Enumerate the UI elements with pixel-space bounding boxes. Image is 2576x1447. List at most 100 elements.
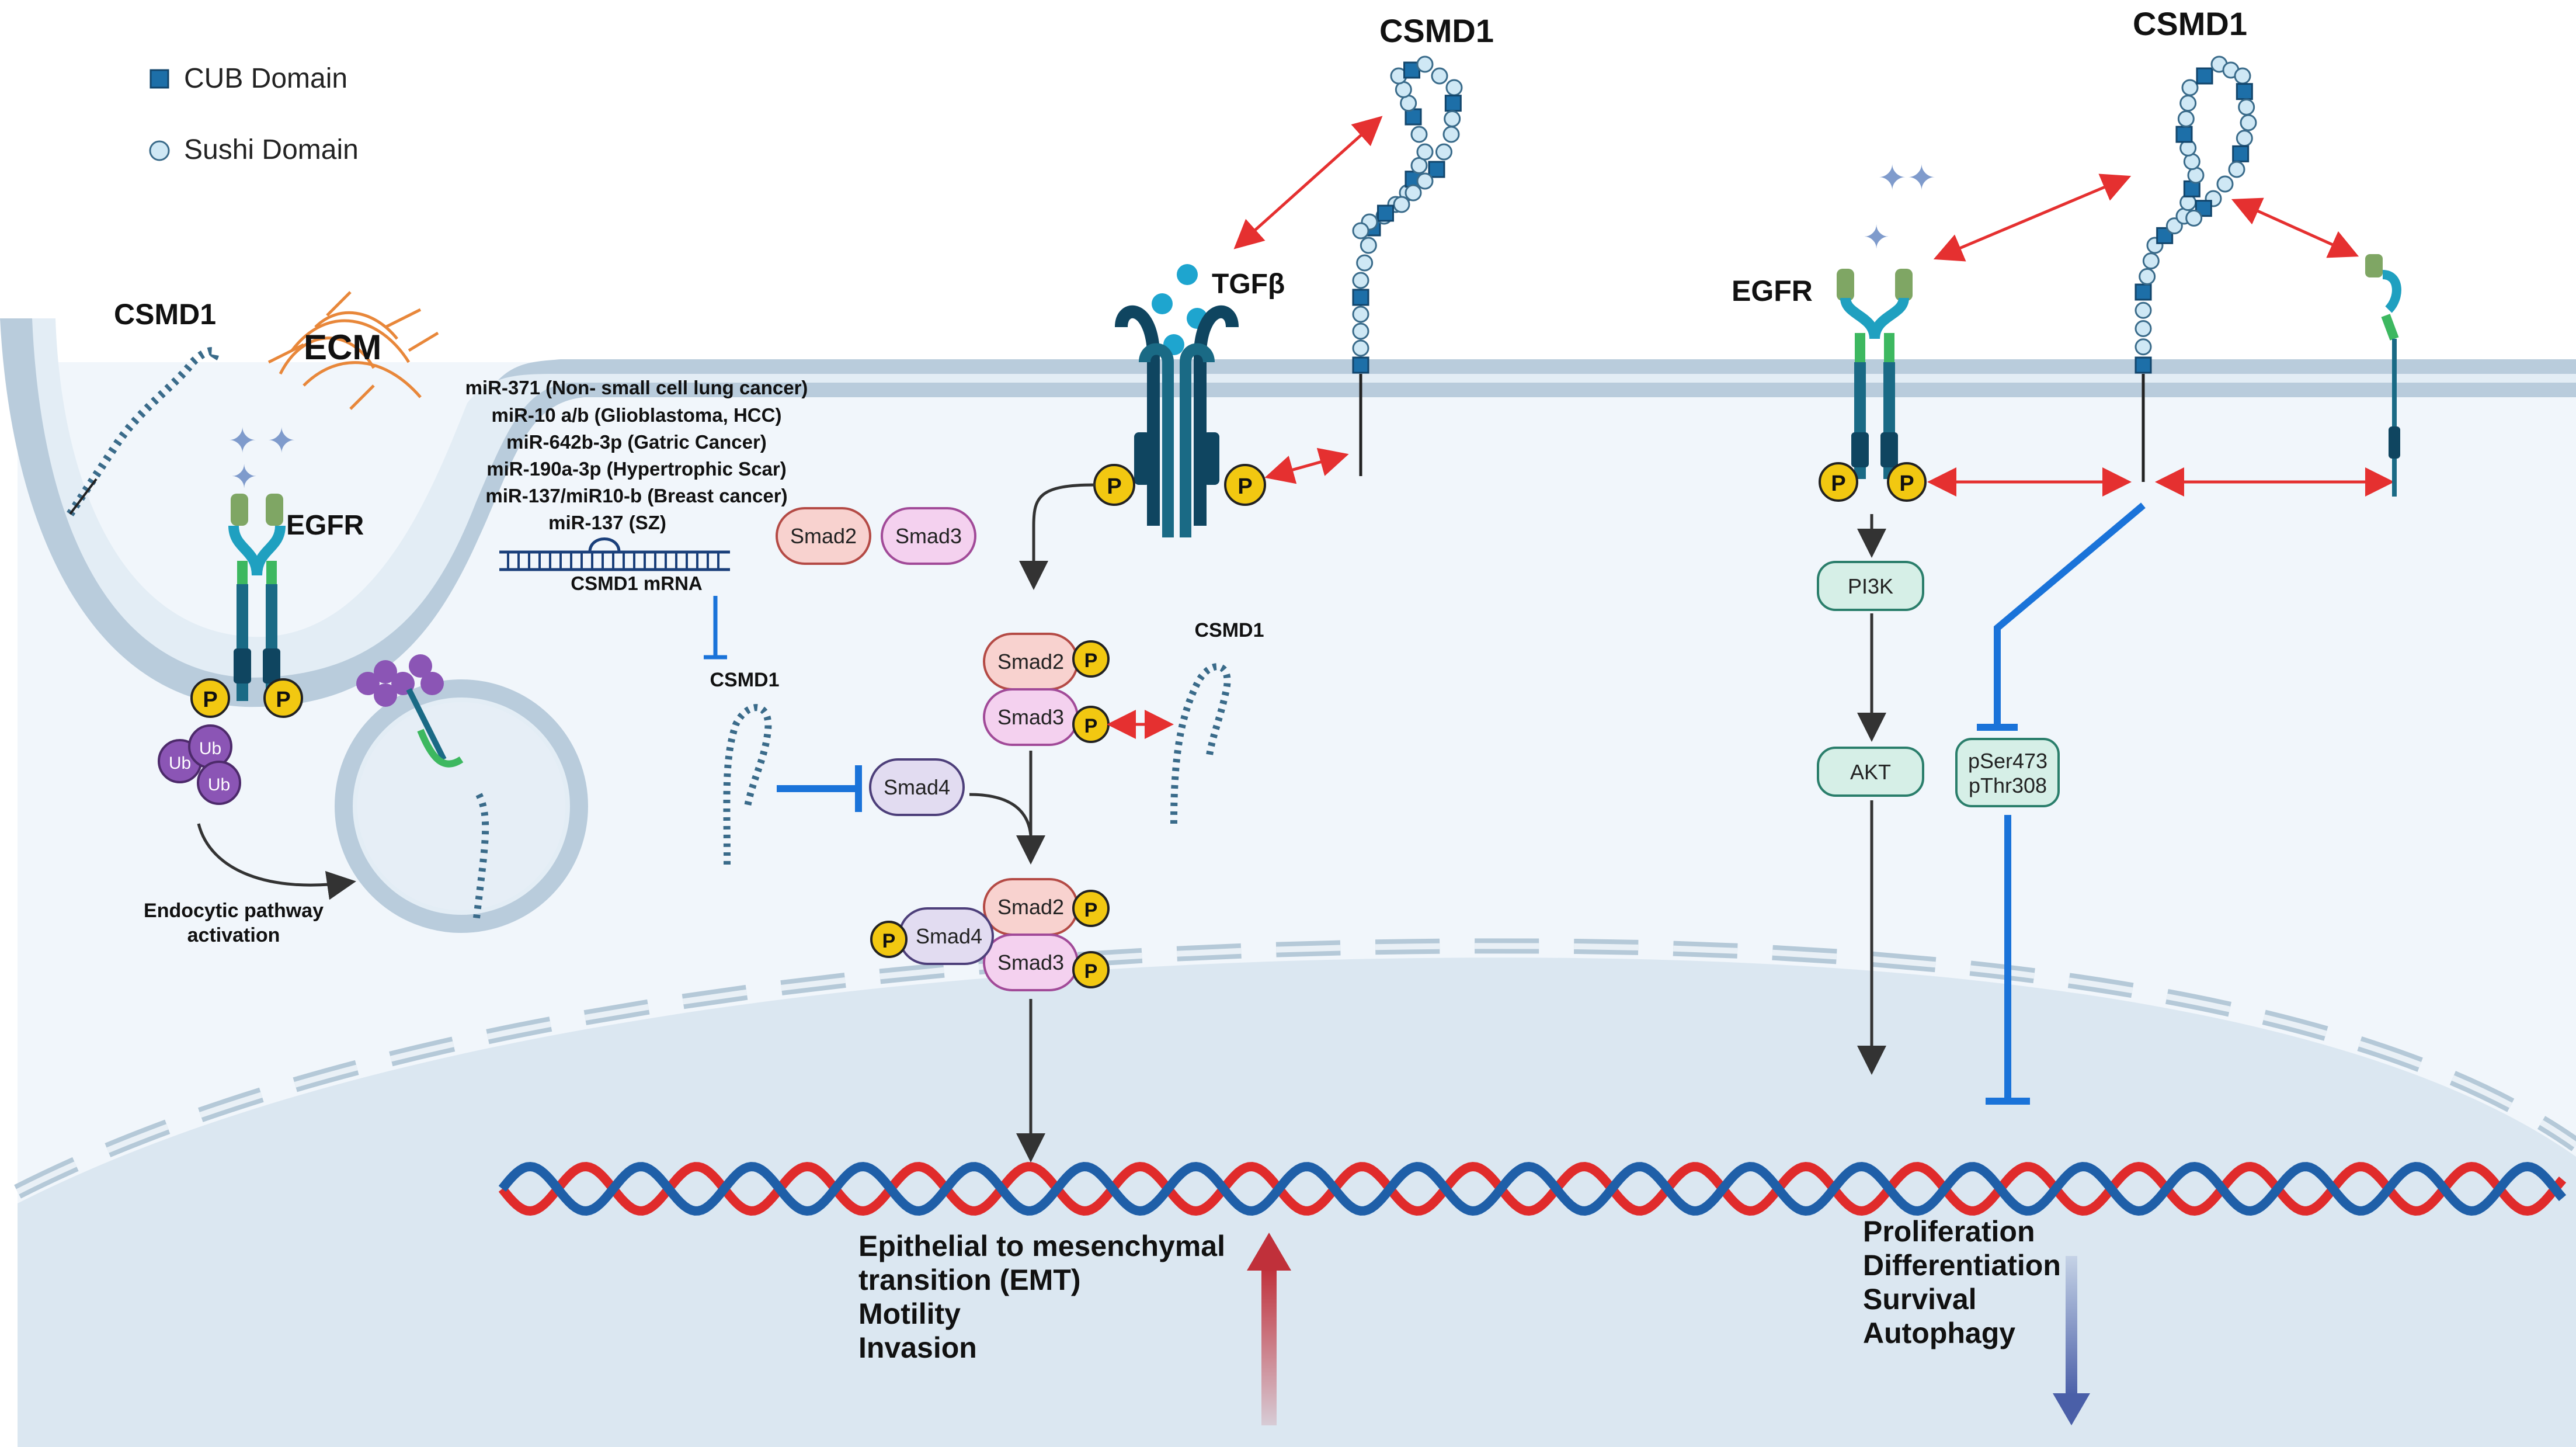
endosome [335, 654, 588, 933]
sushi-domain [2238, 98, 2255, 116]
mrna-ticks [507, 552, 719, 570]
cub-domain [2232, 145, 2250, 162]
cub-domain [2135, 356, 2152, 374]
sushi-domain [1410, 126, 1428, 143]
sushi-domain [1435, 143, 1452, 161]
outcomes-left: Epithelial to mesenchymal transition (EM… [858, 1230, 1225, 1364]
smad-trimer: Smad2 P Smad3 P Smad4 P [870, 878, 1110, 991]
sushi-domain [2236, 130, 2253, 147]
ecm-fibers [267, 291, 439, 410]
outcome-text: Survival [1863, 1283, 1977, 1316]
sushi-domain [1352, 306, 1369, 323]
smad3-top [881, 507, 976, 565]
egf-ligand-left-2: ✦ [231, 459, 258, 495]
ecm-label: ECM [304, 328, 381, 367]
svg-text:Smad3: Smad3 [997, 950, 1064, 974]
csmd1-mrna-protein-label: CSMD1 [710, 669, 779, 691]
smad-complex-top: Smad2 Smad3 [776, 507, 976, 565]
csmd1-top-right-label: CSMD1 [2133, 5, 2247, 42]
svg-text:Smad2: Smad2 [790, 524, 857, 548]
outcome-text: Differentiation [1863, 1249, 2061, 1282]
svg-text:pSer473: pSer473 [1968, 749, 2047, 773]
svg-text:P: P [1084, 960, 1098, 983]
downregulation-arrow [2053, 1256, 2090, 1425]
sushi-domain [2142, 252, 2160, 270]
upregulation-arrow [1247, 1233, 1291, 1425]
svg-text:Smad3: Smad3 [997, 705, 1064, 729]
svg-text:P: P [1084, 715, 1098, 737]
dna-helix [498, 1161, 2567, 1216]
cub-domain [1352, 289, 1369, 306]
egfr-left-receptor: ✦ ✦ ✦ [228, 421, 296, 701]
mirna-list: miR-371 (Non- small cell lung cancer) mi… [465, 377, 808, 533]
mirna-item: miR-137/miR10-b (Breast cancer) [485, 485, 787, 506]
endocytic-label-line1: Endocytic pathway [144, 900, 324, 922]
svg-text:Ub: Ub [208, 775, 230, 794]
sushi-domain [1416, 55, 1434, 73]
svg-text:P: P [1237, 474, 1252, 499]
svg-text:Smad2: Smad2 [997, 650, 1064, 674]
mirna-item: miR-642b-3p (Gatric Cancer) [506, 431, 767, 453]
svg-text:✦✦: ✦✦ [1878, 158, 1937, 197]
akt-dna-inhibition [1986, 815, 2030, 1105]
mirna-item: miR-10 a/b (Glioblastoma, HCC) [492, 404, 782, 426]
sushi-domain [2216, 175, 2234, 193]
csmd1-akt-inhibition [1977, 502, 2146, 731]
csmd1-small-bidirectional [2231, 197, 2359, 258]
pi3k-node: PI3K [1817, 561, 1924, 611]
svg-text:Smad2: Smad2 [997, 895, 1064, 919]
egfr-left-label: EGFR [286, 510, 364, 541]
ubiquitin-cluster: Ub Ub Ub [158, 724, 241, 805]
sushi-domain [1352, 339, 1369, 357]
mirna-item: miR-137 (SZ) [548, 512, 666, 533]
svg-text:pThr308: pThr308 [1969, 773, 2047, 797]
csmd1-top-right-chain [2135, 55, 2257, 374]
sushi-domain [2179, 95, 2197, 112]
akt-node: AKT [1817, 747, 1924, 797]
csmd1-mrna-protein [723, 704, 772, 865]
csmd1-smad-label: CSMD1 [1194, 619, 1264, 641]
cub-domain [2183, 180, 2200, 197]
cub-domain [2135, 283, 2152, 301]
svg-text:Smad3: Smad3 [895, 524, 962, 548]
tgfb-label: TGFβ [1212, 269, 1285, 300]
svg-text:Smad4: Smad4 [884, 775, 950, 799]
outcome-text: Invasion [858, 1331, 977, 1364]
cub-domain [1444, 95, 1462, 112]
cub-domain-legend-label: CUB Domain [184, 63, 347, 94]
mirna-inhibition [704, 596, 727, 660]
legend: CUB Domain Sushi Domain [149, 63, 359, 165]
sushi-domain-legend-label: Sushi Domain [184, 134, 359, 165]
outcome-text: Autophagy [1863, 1317, 2015, 1349]
sushi-domain [1352, 222, 1369, 240]
svg-text:P: P [203, 688, 217, 712]
csmd1-small-right [2365, 254, 2401, 497]
sushi-domain-legend-icon [149, 140, 170, 161]
cub-domain [1352, 356, 1369, 374]
sushi-domain [1352, 322, 1369, 340]
csmd1-top-mid-label: CSMD1 [1379, 12, 1494, 49]
outcome-text: transition (EMT) [858, 1264, 1081, 1296]
csmd1-top-mid-chain [1352, 55, 1463, 374]
cell-membrane [0, 318, 2576, 707]
mirna-item: miR-190a-3p (Hypertrophic Scar) [486, 458, 786, 480]
sushi-domain [2234, 67, 2251, 85]
mirna-item: miR-371 (Non- small cell lung cancer) [465, 377, 808, 398]
tgfb-p-csmd1-bidirectional [1264, 447, 1349, 484]
outcomes-right: Proliferation Differentiation Survival A… [1863, 1215, 2061, 1349]
endocytic-arrow [197, 823, 356, 900]
egfr-right-label: EGFR [1732, 275, 1813, 307]
mrna-label: CSMD1 mRNA [571, 572, 703, 594]
tgfb-csmd1-bidirectional [1233, 116, 1383, 249]
cub-domain [1428, 161, 1445, 178]
sushi-domain [1431, 67, 1448, 85]
egfr-right-receptor: ✦✦ ✦ P P [1819, 158, 1937, 502]
egfr-left-phospho: P P [190, 678, 303, 718]
outcome-text: Motility [858, 1297, 961, 1330]
svg-text:AKT: AKT [1850, 760, 1891, 784]
svg-text:Ub: Ub [169, 754, 191, 773]
sushi-domain [1405, 184, 1422, 202]
pser-pthr-node: pSer473 pThr308 [1955, 738, 2060, 807]
svg-text:P: P [1084, 899, 1098, 921]
sushi-domain [1445, 79, 1463, 96]
